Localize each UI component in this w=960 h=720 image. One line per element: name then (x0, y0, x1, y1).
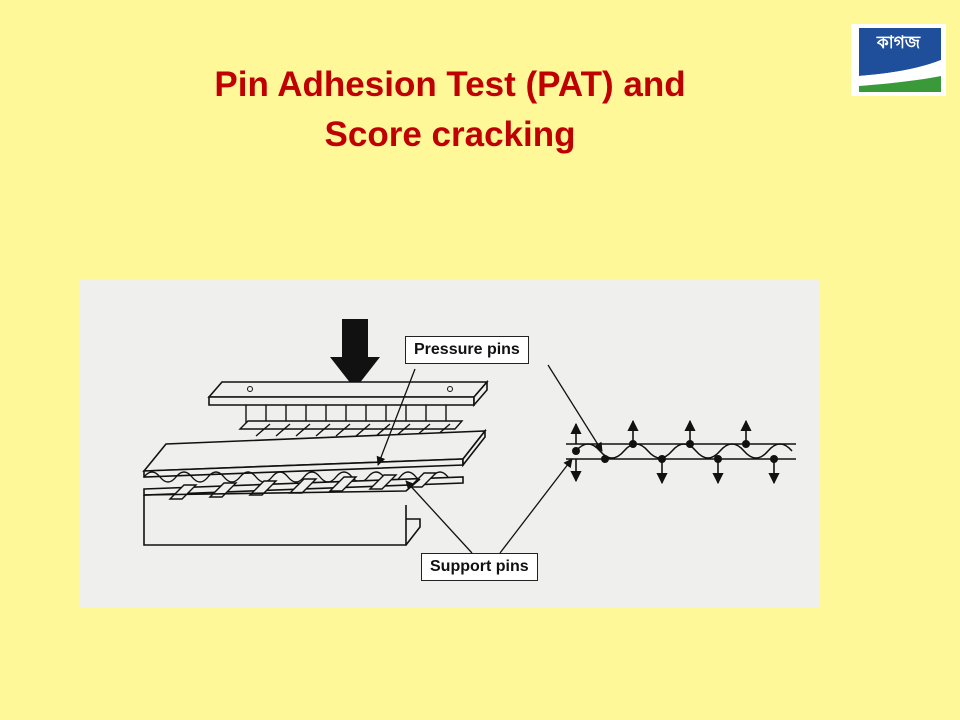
company-logo: কাগজ (851, 24, 946, 96)
pressure-pins-label: Pressure pins (405, 336, 529, 364)
logo-graphic (851, 24, 946, 96)
support-pins-label: Support pins (421, 553, 538, 581)
title-line-2: Score cracking (324, 115, 576, 154)
pin-adhesion-diagram: Pressure pins Support pins (80, 279, 820, 608)
title-line-1: Pin Adhesion Test (PAT) and (214, 65, 686, 104)
pressure-arrow-icon (330, 319, 380, 389)
diagram-drawing (142, 319, 796, 554)
logo-text: কাগজ (876, 33, 921, 53)
slide-title: Pin Adhesion Test (PAT) and Score cracki… (130, 60, 770, 160)
